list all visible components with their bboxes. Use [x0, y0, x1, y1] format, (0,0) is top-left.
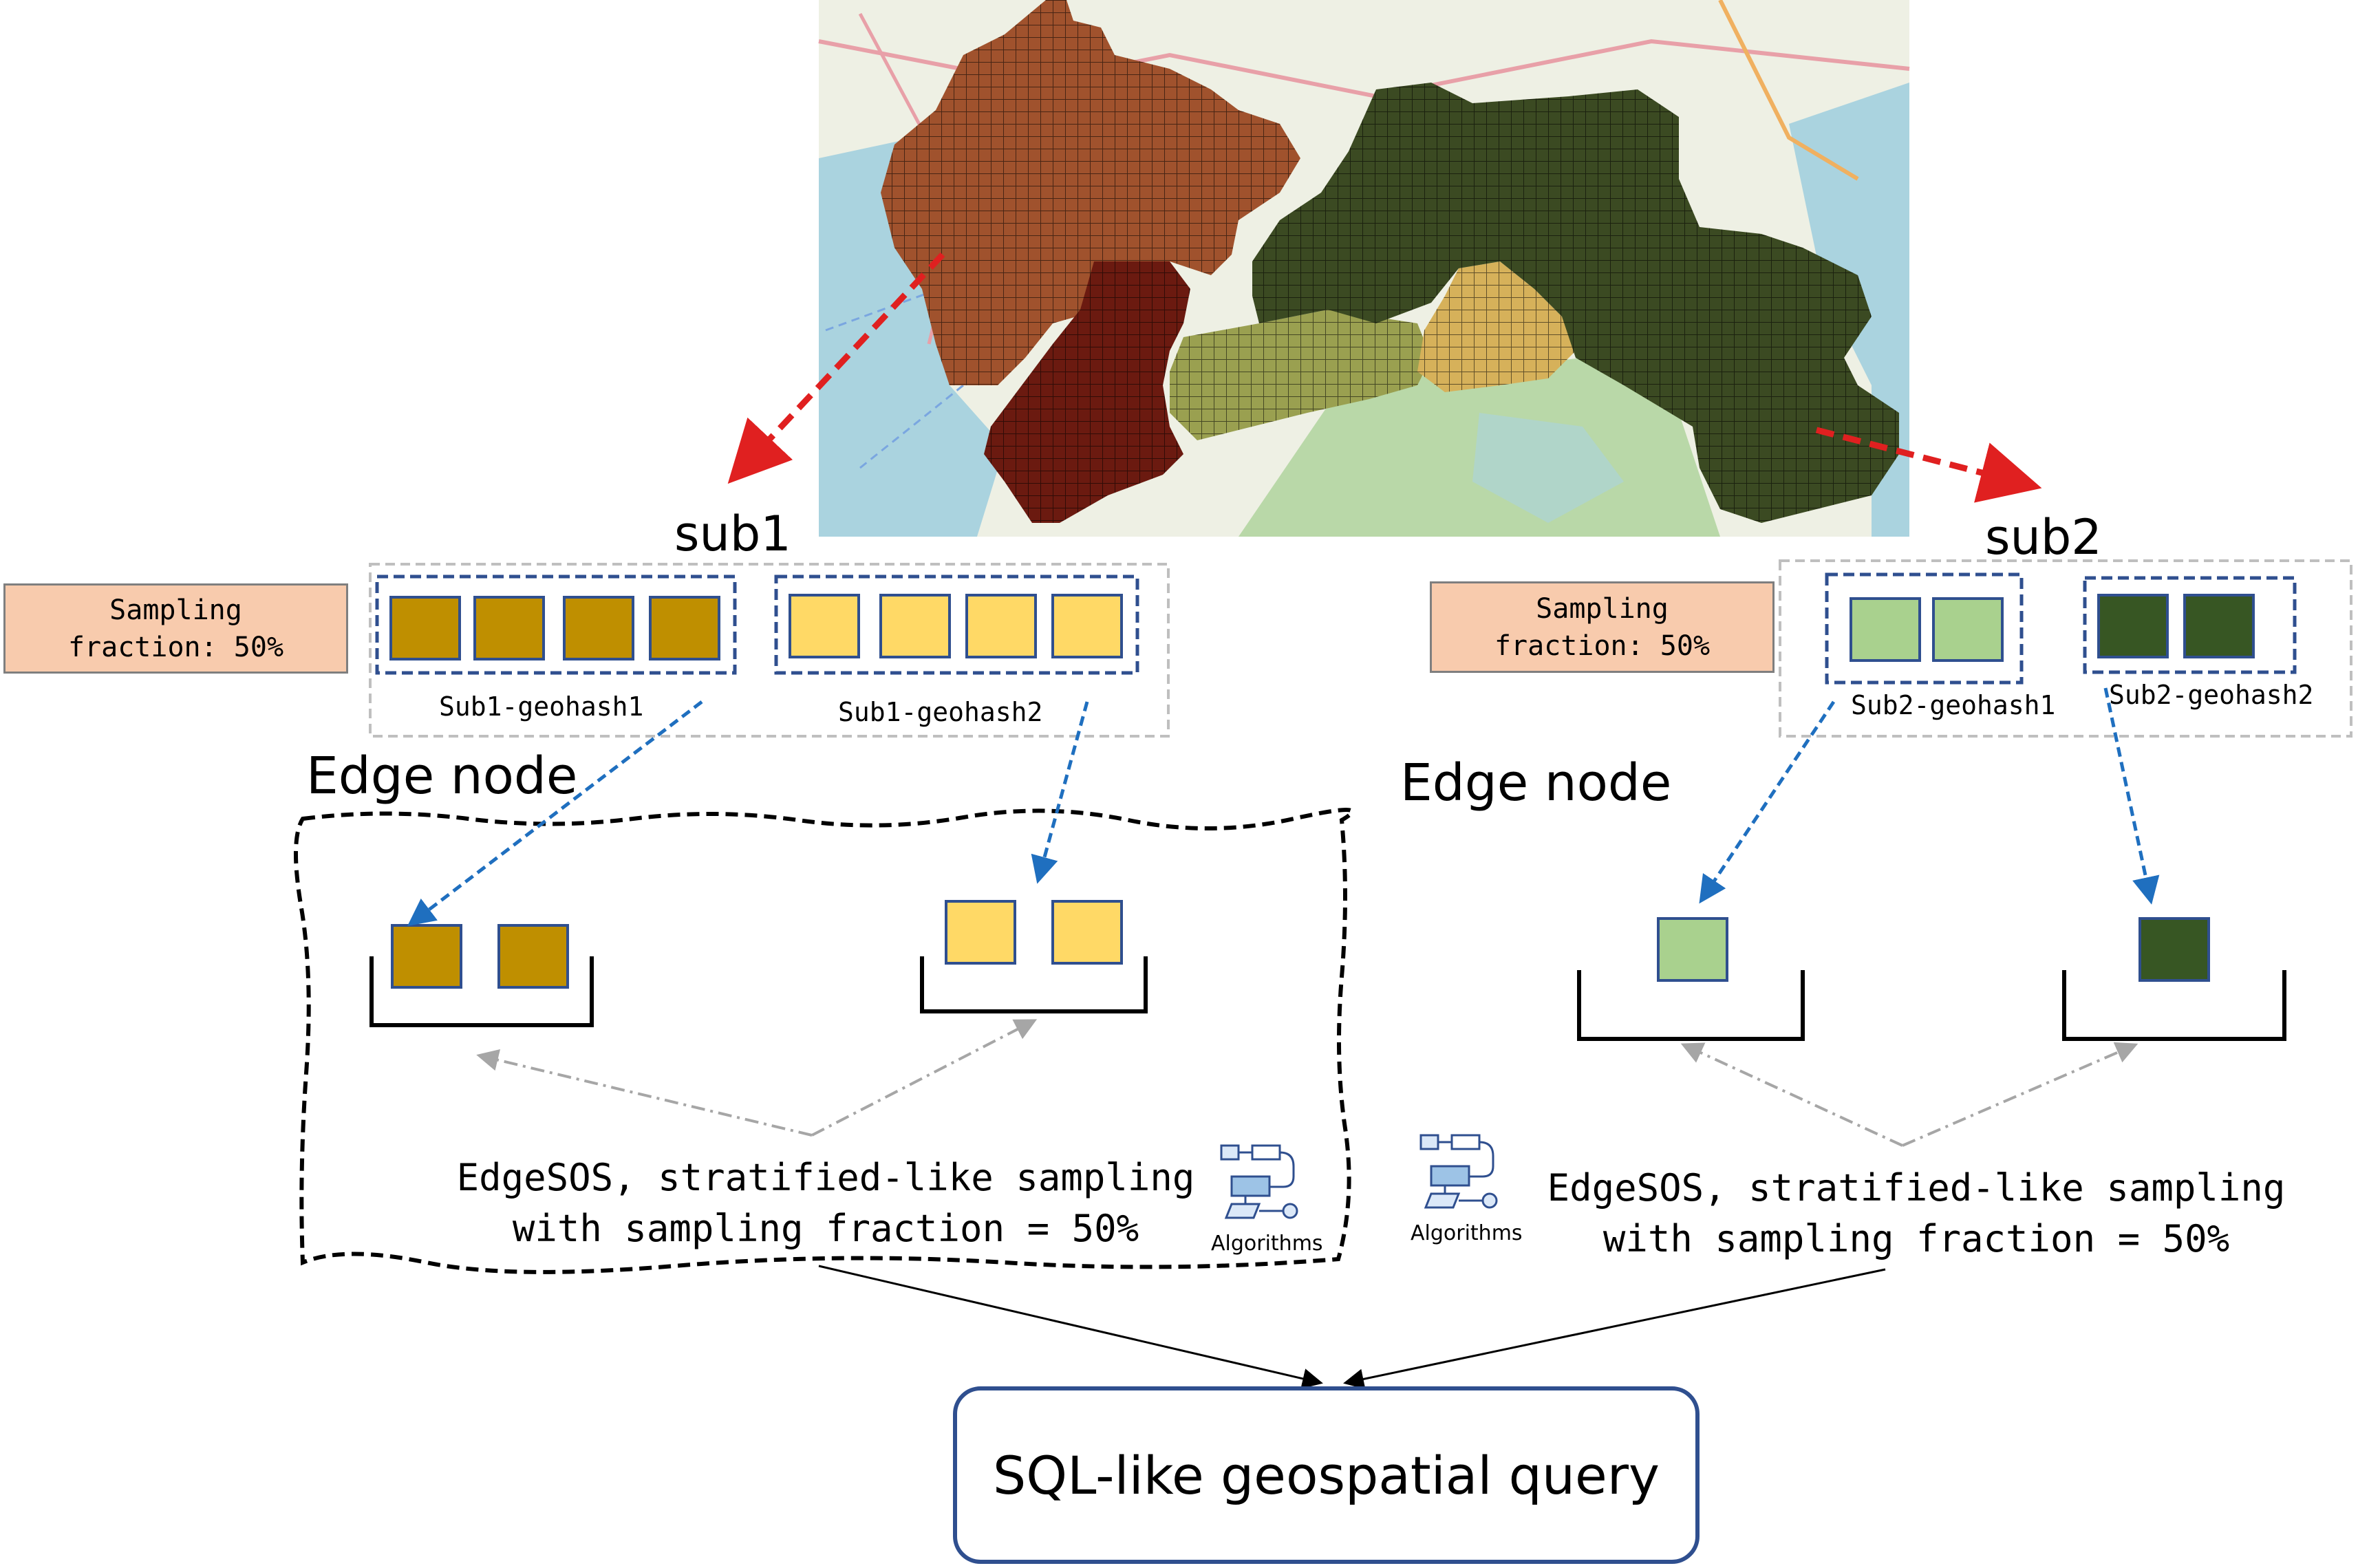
edge1-sample-g1-b: [497, 924, 569, 989]
sub2-geohash1-label: Sub2-geohash1: [1851, 690, 2056, 720]
arrow-sub2-g1-to-edge: [1699, 700, 1836, 904]
sub1-geohash1-square-1: [389, 596, 461, 661]
arrow-algo2-to-bin2: [1902, 1042, 2138, 1147]
edge1-sample-g2-b: [1051, 900, 1123, 965]
arrow-sub2-g2-to-edge: [2103, 687, 2160, 905]
sub2-geohash2-label: Sub2-geohash2: [2109, 680, 2314, 710]
sub2-geohash2-group: [2083, 576, 2297, 674]
sub1-label: sub1: [674, 506, 791, 562]
algorithms-icon-2: [1419, 1134, 1498, 1209]
edge1-bin-geohash1: [369, 956, 594, 1027]
sub2-sampling-label: Sampling fraction: 50%: [1494, 592, 1711, 662]
arrow-algo1-to-bin2: [811, 1019, 1038, 1137]
edge2-algo-line2: with sampling fraction = 50%: [1602, 1217, 2230, 1260]
edge-node-1-border: [294, 808, 1354, 1274]
algorithms-caption-1: Algorithms: [1211, 1232, 1323, 1256]
algorithms-icon-1: [1220, 1144, 1298, 1219]
sql-query-label: SQL-like geospatial query: [993, 1444, 1660, 1506]
arrow-map-to-sub1: [727, 252, 945, 484]
sub1-geohash2-square-4: [1051, 594, 1123, 658]
sub1-geohash2-group: [774, 574, 1139, 675]
sub2-geohash1-group: [1825, 572, 2024, 685]
edge1-sample-g2-a: [945, 900, 1016, 965]
sub1-sampling-label: Sampling fraction: 50%: [67, 594, 284, 663]
sub1-geohash2-square-1: [789, 594, 860, 658]
arrow-sub1-g1-to-edge: [407, 700, 703, 927]
arrow-algo2-to-bin1: [1680, 1042, 1903, 1147]
arrow-edge2-to-query: [1343, 1268, 1886, 1390]
edge1-algo-text: EdgeSOS, stratified-like sampling with s…: [433, 1152, 1218, 1254]
sub1-geohash1-square-3: [563, 596, 634, 661]
map-image: [818, 0, 1910, 537]
edge1-bin-geohash2: [920, 956, 1148, 1013]
sub1-geohash2-label: Sub1-geohash2: [838, 697, 1043, 727]
edge1-sample-g1-a: [391, 924, 462, 989]
arrow-map-to-sub2: [1815, 427, 2042, 503]
sub2-label: sub2: [1985, 509, 2102, 566]
sub2-container: [1779, 559, 2352, 738]
sub2-geohash1-square-2: [1932, 597, 2004, 662]
sub1-geohash2-square-2: [879, 594, 951, 658]
sql-query-box: SQL-like geospatial query: [953, 1386, 1700, 1564]
sub2-sampling-box: Sampling fraction: 50%: [1430, 581, 1775, 673]
sub1-container: [369, 563, 1170, 738]
arrow-sub1-g2-to-edge: [1031, 701, 1089, 884]
sub1-geohash1-group: [375, 574, 737, 675]
edge1-algo-line2: with sampling fraction = 50%: [512, 1207, 1139, 1250]
sub1-geohash1-label: Sub1-geohash1: [439, 691, 644, 722]
arrow-edge1-to-query: [818, 1265, 1323, 1389]
algorithms-caption-2: Algorithms: [1411, 1221, 1523, 1245]
arrow-algo1-to-bin1: [476, 1049, 813, 1137]
edge2-sample-g1: [1657, 917, 1728, 982]
edge2-sample-g2: [2138, 917, 2210, 982]
sub1-geohash2-square-3: [965, 594, 1037, 658]
sub2-geohash1-square-1: [1850, 597, 1921, 662]
edge-node-2-label: Edge node: [1400, 753, 1672, 813]
sub1-geohash1-square-2: [473, 596, 545, 661]
edge2-bin-geohash1: [1577, 970, 1805, 1041]
edge1-algo-line1: EdgeSOS, stratified-like sampling: [456, 1156, 1195, 1199]
sub1-geohash1-square-4: [649, 596, 720, 661]
edge2-bin-geohash2: [2062, 970, 2286, 1041]
sub2-geohash2-square-2: [2183, 594, 2255, 658]
edge2-algo-text: EdgeSOS, stratified-like sampling with s…: [1524, 1163, 2308, 1265]
sub2-geohash2-square-1: [2097, 594, 2169, 658]
edge-node-1-label: Edge node: [306, 747, 578, 806]
edge2-algo-line1: EdgeSOS, stratified-like sampling: [1547, 1166, 2286, 1210]
sub1-sampling-box: Sampling fraction: 50%: [3, 583, 348, 674]
